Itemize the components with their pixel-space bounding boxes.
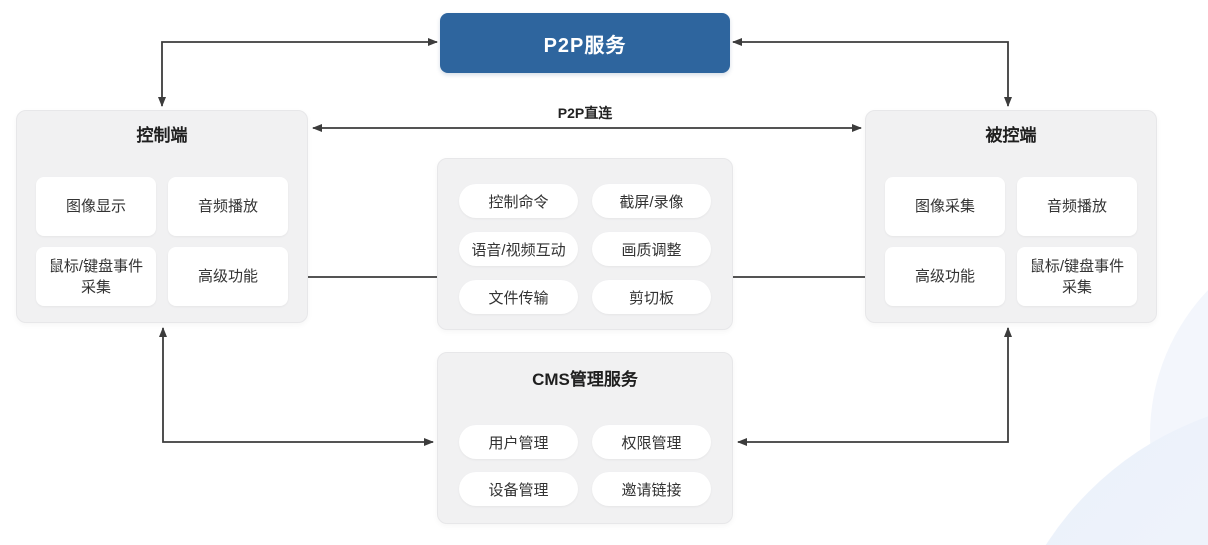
controlled-feature-advanced: 高级功能	[885, 247, 1005, 306]
controller-feature-audio-playback: 音频播放	[168, 177, 288, 236]
controller-panel: 控制端 图像显示 音频播放 鼠标/键盘事件采集 高级功能	[16, 110, 308, 323]
controller-panel-title: 控制端	[136, 126, 188, 145]
controller-feature-image-display: 图像显示	[36, 177, 156, 236]
cms-feature-invite-link: 邀请链接	[592, 472, 711, 506]
p2p-direct-link-label: P2P直连	[557, 105, 613, 121]
controlled-feature-grid: 图像采集 音频播放 高级功能 鼠标/键盘事件采集	[866, 177, 1156, 306]
controlled-feature-mouse-keyboard-capture: 鼠标/键盘事件采集	[1017, 247, 1137, 306]
cms-feature-device-management: 设备管理	[459, 472, 578, 506]
cms-panel: CMS管理服务 用户管理 权限管理 设备管理 邀请链接	[437, 352, 733, 524]
bg-decoration-circle-small	[1150, 225, 1208, 545]
controlled-feature-image-capture: 图像采集	[885, 177, 1005, 236]
cms-feature-permission-management: 权限管理	[592, 425, 711, 459]
cms-feature-grid: 用户管理 权限管理 设备管理 邀请链接	[438, 425, 732, 506]
session-features-grid: 控制命令 截屏/录像 语音/视频互动 画质调整 文件传输 剪切板	[438, 184, 732, 314]
cms-feature-user-management: 用户管理	[459, 425, 578, 459]
controller-feature-advanced: 高级功能	[168, 247, 288, 306]
controlled-panel: 被控端 图像采集 音频播放 高级功能 鼠标/键盘事件采集	[865, 110, 1157, 323]
controlled-panel-title: 被控端	[985, 126, 1037, 145]
cms-panel-title: CMS管理服务	[532, 370, 638, 389]
bg-decoration-circle-large	[995, 398, 1208, 545]
connector-p2p-to-controller	[158, 38, 438, 107]
p2p-service-node: P2P服务	[440, 13, 730, 73]
feature-screenshot-recording: 截屏/录像	[592, 184, 711, 218]
controller-feature-mouse-keyboard-capture: 鼠标/键盘事件采集	[36, 247, 156, 306]
controller-feature-grid: 图像显示 音频播放 鼠标/键盘事件采集 高级功能	[17, 177, 307, 306]
feature-file-transfer: 文件传输	[459, 280, 578, 314]
connector-cms-to-controller	[159, 327, 434, 446]
feature-quality-adjustment: 画质调整	[592, 232, 711, 266]
feature-control-command: 控制命令	[459, 184, 578, 218]
connector-p2p-to-controlled	[732, 38, 1012, 107]
connector-cms-to-controlled	[737, 327, 1012, 446]
feature-clipboard: 剪切板	[592, 280, 711, 314]
feature-voice-video-interaction: 语音/视频互动	[459, 232, 578, 266]
controlled-feature-audio-playback: 音频播放	[1017, 177, 1137, 236]
session-features-panel: 控制命令 截屏/录像 语音/视频互动 画质调整 文件传输 剪切板	[437, 158, 733, 330]
